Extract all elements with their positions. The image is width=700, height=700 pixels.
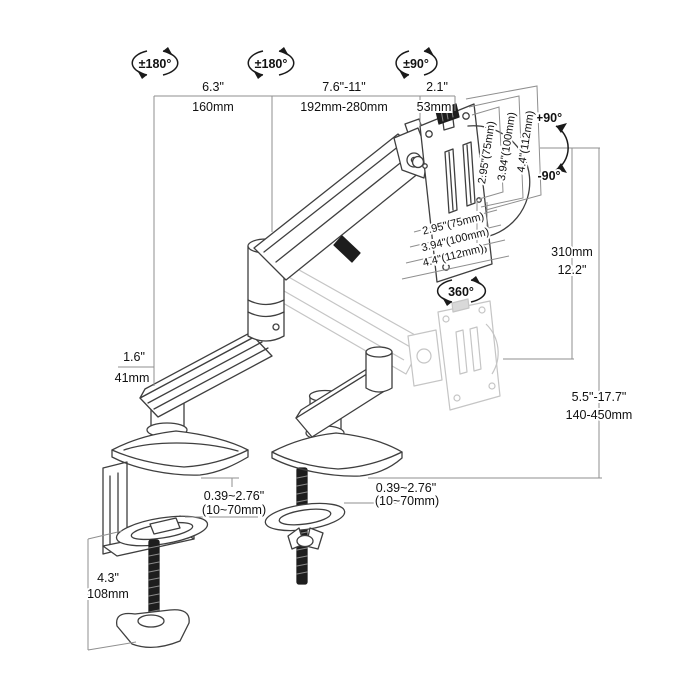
rotation-arrows	[131, 47, 569, 306]
labels: ±180° ±180° ±90° 6.3" 160mm 7.6"-11" 192…	[85, 55, 634, 603]
forearm	[139, 327, 273, 418]
arm-lowered-ghost	[249, 241, 501, 411]
c-clamp	[102, 461, 209, 648]
head-depth-mm: 53mm	[417, 100, 452, 114]
clamp-height-mm: 108mm	[87, 587, 129, 601]
lift-range-mm: 310mm	[551, 245, 593, 259]
arm-profile-mm: 41mm	[115, 371, 150, 385]
lift-range-in: 12.2"	[558, 263, 587, 277]
grommet-base	[264, 346, 403, 585]
head-swivel-label: ±90°	[403, 57, 429, 71]
ghost-vesa-plate	[437, 298, 501, 411]
desk-thickness-clamp-mm: (10~70mm)	[202, 503, 266, 517]
upper-arm-reach-in: 7.6"-11"	[322, 80, 365, 94]
clamp-height-in: 4.3"	[97, 571, 119, 585]
base-swivel-label: ±180°	[139, 57, 172, 71]
height-range-in: 5.5"-17.7"	[572, 390, 627, 404]
desk-thickness-grommet-mm: (10~70mm)	[375, 494, 439, 508]
height-range-mm: 140-450mm	[566, 408, 633, 422]
dimension-lines	[87, 85, 602, 651]
arm-assembly	[102, 103, 531, 648]
vesa-vertical-112: 4.4"(112mm)	[515, 110, 537, 173]
arm-profile-in: 1.6"	[123, 350, 145, 364]
tilt-down-label: -90°	[537, 169, 560, 183]
vesa-plate	[411, 103, 531, 283]
folded-joint	[365, 351, 393, 393]
desk-thickness-grommet-in: 0.39~2.76"	[376, 481, 436, 495]
clamp-knob	[115, 609, 190, 648]
head-depth-in: 2.1"	[426, 80, 448, 94]
elbow-swivel-label: ±180°	[255, 57, 288, 71]
vesa-spin-label: 360°	[448, 285, 474, 299]
upper-arm-reach-mm: 192mm-280mm	[300, 100, 388, 114]
forearm-length-in: 6.3"	[202, 80, 224, 94]
forearm-length-mm: 160mm	[192, 100, 234, 114]
tilt-up-label: +90°	[536, 111, 562, 125]
desk-thickness-clamp-in: 0.39~2.76"	[204, 489, 264, 503]
release-tab	[333, 235, 361, 263]
